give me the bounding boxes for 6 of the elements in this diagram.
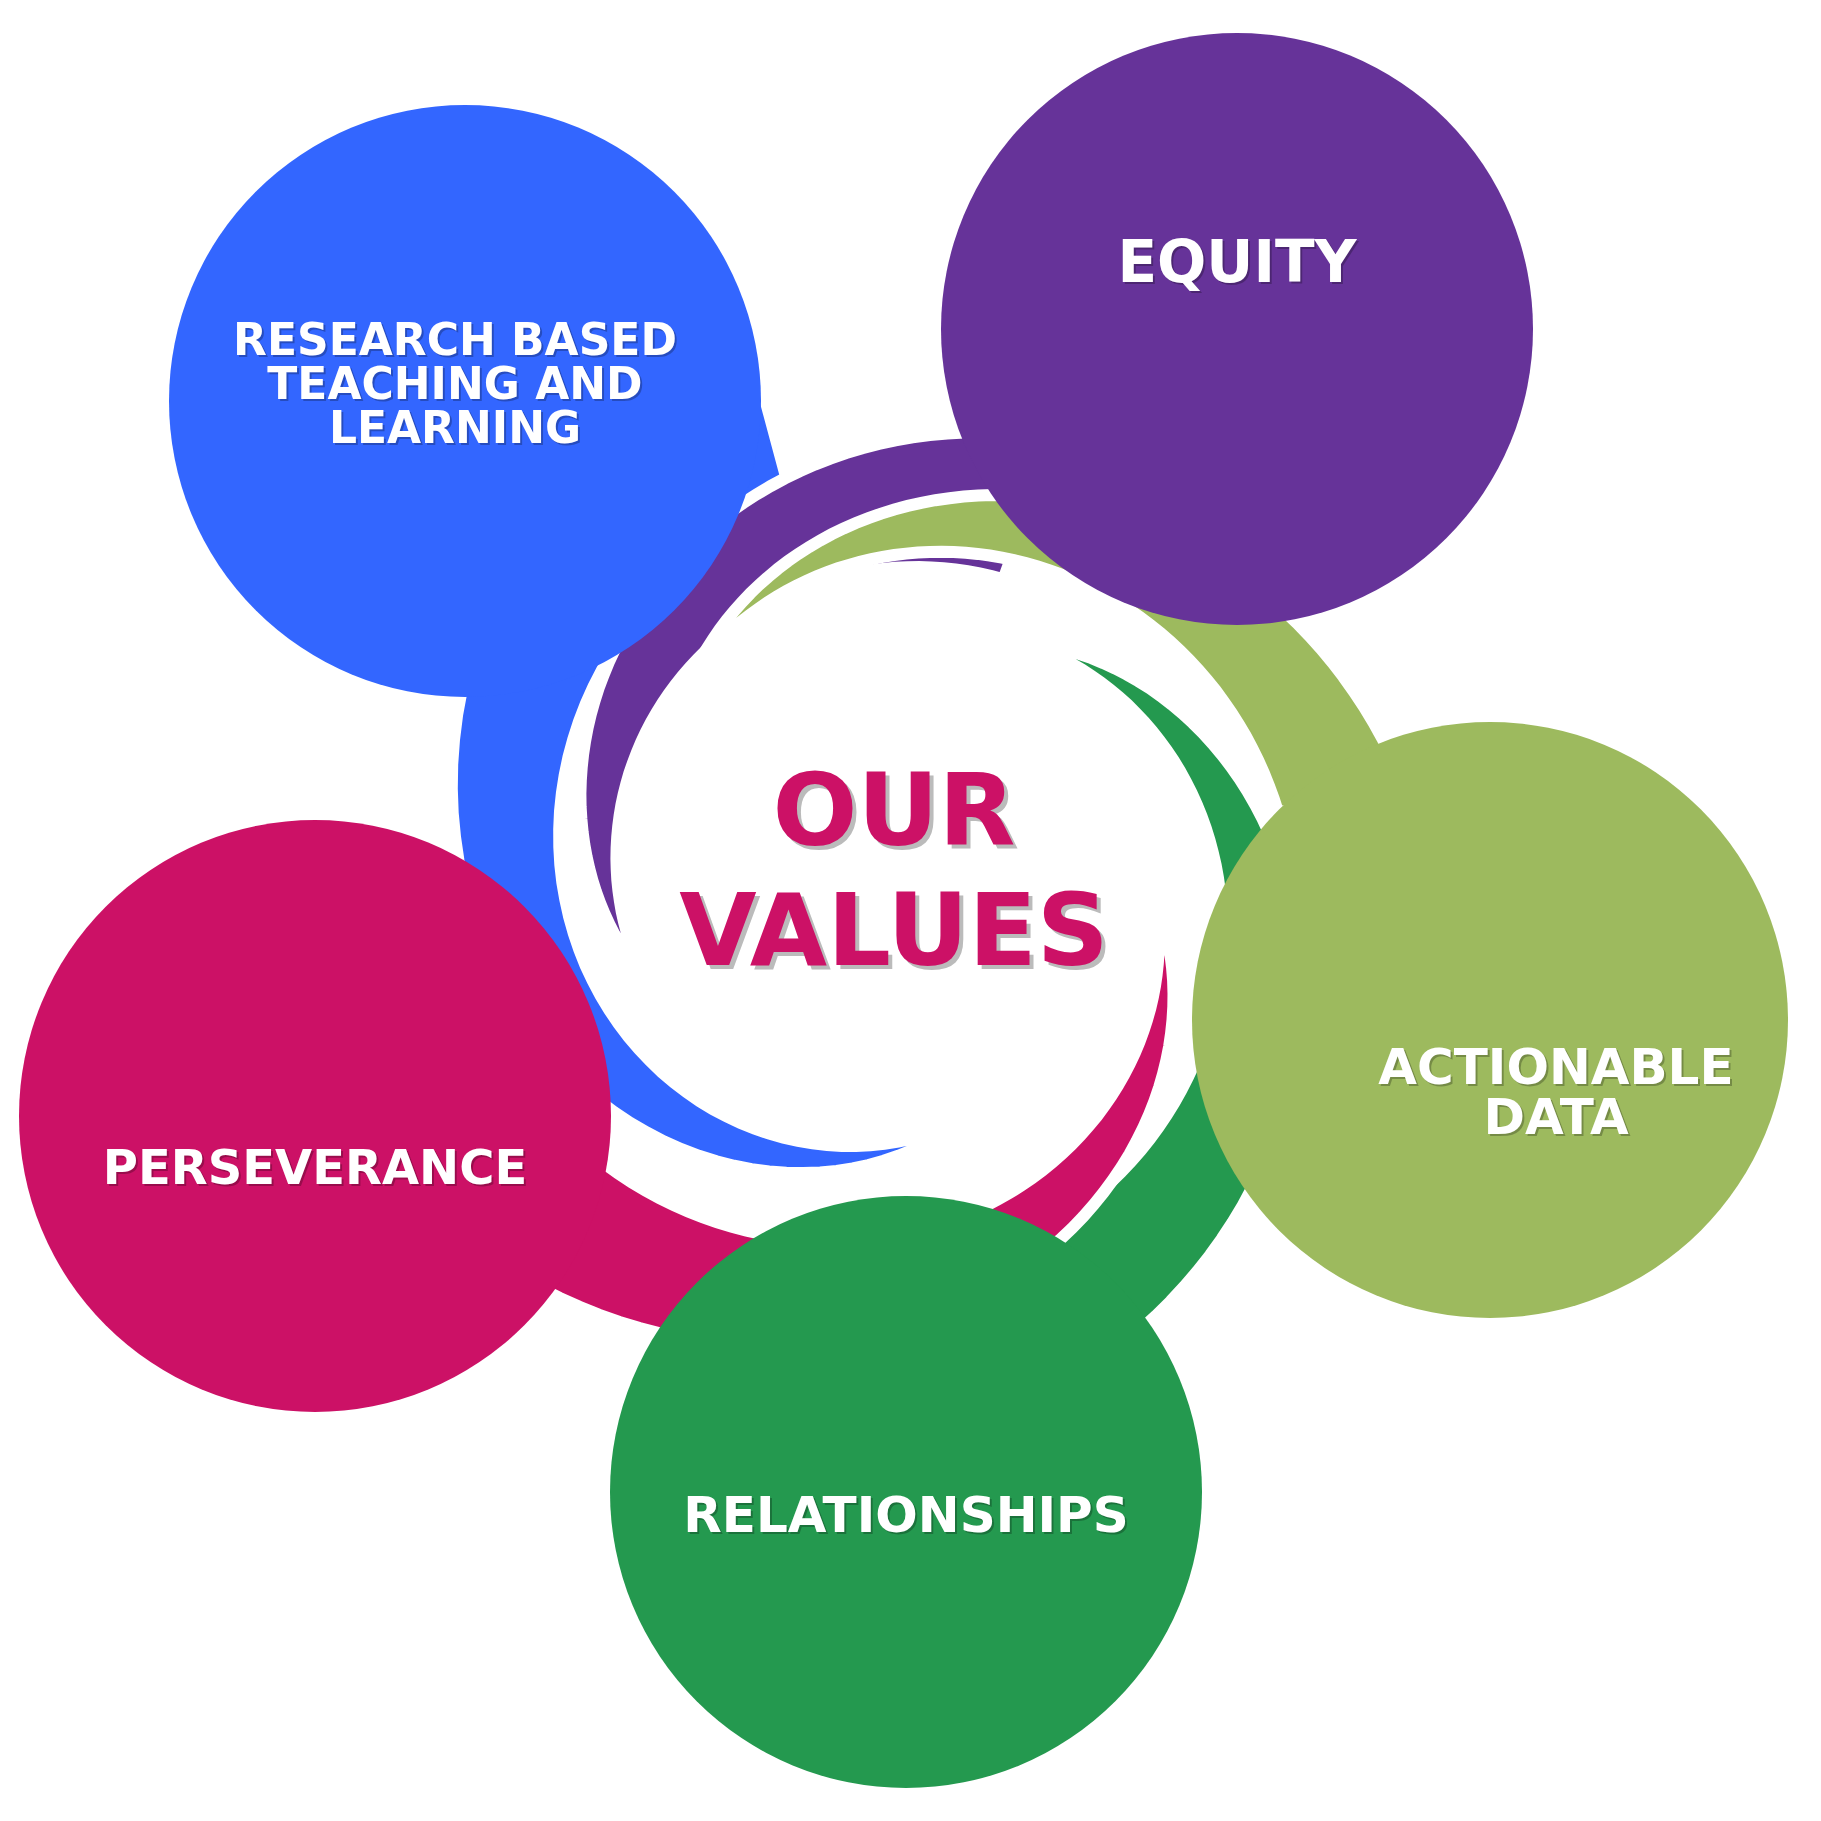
value-label: EQUITY [1116,233,1358,291]
value-label: RESEARCH BASED TEACHING AND LEARNING [232,318,678,450]
value-label: RELATIONSHIPS [682,1490,1130,1540]
center-heading: OUR VALUES [678,751,1110,991]
value-label: PERSEVERANCE [101,1143,529,1191]
value-label: ACTIONABLE DATA [1377,1042,1735,1142]
